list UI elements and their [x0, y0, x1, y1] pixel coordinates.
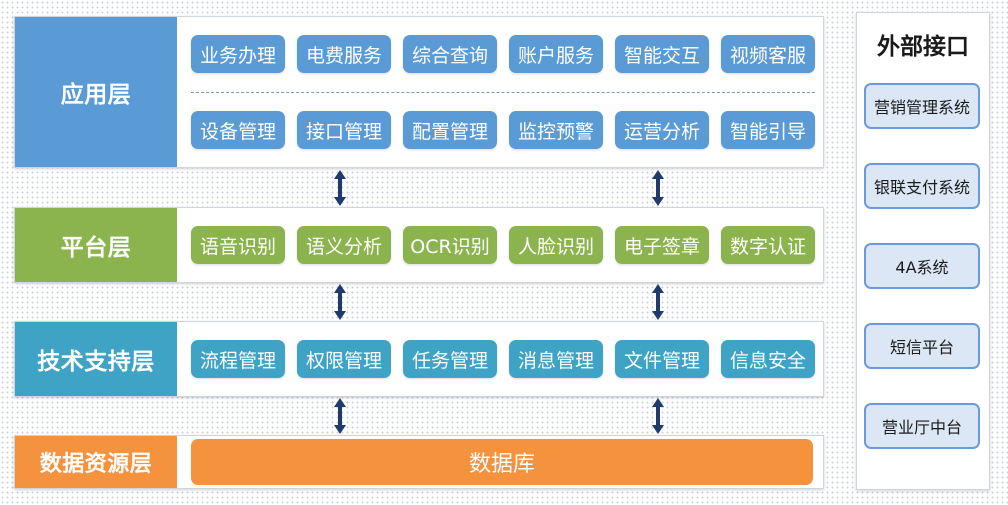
ext-item-4a-system: 4A系统 [864, 243, 980, 289]
arrow-tech-data-right [652, 398, 664, 434]
arrow-platform-tech-right [652, 284, 664, 320]
application-layer-divider [191, 92, 815, 93]
ext-item-hall-middle-platform: 营业厅中台 [864, 403, 980, 449]
ext-item-sms-platform: 短信平台 [864, 323, 980, 369]
tech-support-layer-label: 技术支持层 [15, 322, 177, 396]
ext-item-marketing-system: 营销管理系统 [864, 83, 980, 129]
arrow-app-platform-right [652, 170, 664, 206]
plat-chip-signature: 电子签章 [615, 226, 709, 264]
application-layer-label: 应用层 [15, 17, 177, 167]
app-chip-query: 综合查询 [403, 35, 497, 73]
app-chip-electricity-fee: 电费服务 [297, 35, 391, 73]
app-chip-interaction: 智能交互 [615, 35, 709, 73]
plat-chip-ocr: OCR识别 [403, 226, 497, 264]
tech-chip-security: 信息安全 [721, 340, 815, 378]
app-chip-account: 账户服务 [509, 35, 603, 73]
app-chip-config: 配置管理 [403, 111, 497, 149]
tech-chip-permission: 权限管理 [297, 340, 391, 378]
plat-chip-digital-cert: 数字认证 [721, 226, 815, 264]
app-chip-operation-analysis: 运营分析 [615, 111, 709, 149]
arrow-tech-data-left [334, 398, 346, 434]
data-resource-layer: 数据资源层 数据库 [14, 435, 824, 489]
arrow-app-platform-left [334, 170, 346, 206]
arrow-platform-tech-left [334, 284, 346, 320]
application-layer: 应用层 业务办理 电费服务 综合查询 账户服务 智能交互 视频客服 设备管理 接… [14, 16, 824, 168]
platform-layer-label: 平台层 [15, 208, 177, 282]
tech-chip-process: 流程管理 [191, 340, 285, 378]
external-interfaces-title: 外部接口 [877, 34, 969, 60]
app-chip-device: 设备管理 [191, 111, 285, 149]
app-chip-interface: 接口管理 [297, 111, 391, 149]
plat-chip-voice: 语音识别 [191, 226, 285, 264]
data-resource-layer-label: 数据资源层 [15, 436, 177, 488]
platform-layer: 平台层 语音识别 语义分析 OCR识别 人脸识别 电子签章 数字认证 [14, 207, 824, 283]
tech-chip-file: 文件管理 [615, 340, 709, 378]
app-chip-monitoring: 监控预警 [509, 111, 603, 149]
plat-chip-semantic: 语义分析 [297, 226, 391, 264]
ext-item-unionpay-system: 银联支付系统 [864, 163, 980, 209]
external-interfaces-panel: 外部接口 营销管理系统 银联支付系统 4A系统 短信平台 营业厅中台 [856, 12, 990, 490]
app-chip-video-service: 视频客服 [721, 35, 815, 73]
tech-support-layer: 技术支持层 流程管理 权限管理 任务管理 消息管理 文件管理 信息安全 [14, 321, 824, 397]
app-chip-business: 业务办理 [191, 35, 285, 73]
app-chip-guide: 智能引导 [721, 111, 815, 149]
database-bar: 数据库 [191, 439, 813, 485]
tech-chip-task: 任务管理 [403, 340, 497, 378]
tech-chip-message: 消息管理 [509, 340, 603, 378]
plat-chip-face: 人脸识别 [509, 226, 603, 264]
